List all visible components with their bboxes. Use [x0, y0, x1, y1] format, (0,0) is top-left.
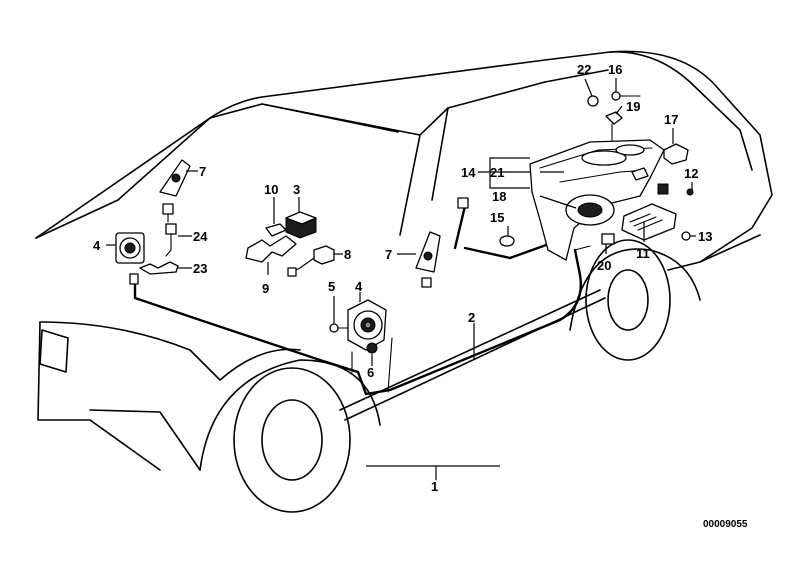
plug-8: [287, 245, 335, 277]
wiring-harness: [133, 204, 591, 396]
callout-7-rear: 7: [385, 247, 392, 262]
clip-10: [265, 223, 287, 237]
clip-13: [681, 231, 691, 241]
grommet-22: [587, 95, 599, 107]
callout-11: 11: [636, 246, 650, 261]
callout-14: 14: [461, 165, 476, 180]
callout-10: 10: [264, 182, 278, 197]
callout-23: 23: [193, 261, 207, 276]
document-number: 00009055: [703, 519, 748, 530]
speaker-rear-18: [565, 194, 615, 226]
grommet-6: [366, 342, 378, 354]
callout-18: 18: [492, 189, 506, 204]
clip-15: [499, 235, 515, 247]
callout-labels: 1 2 3 4 4 5 6 7 7 8 9 10 11 12 13 14 15 …: [93, 62, 748, 530]
bracket-9: [245, 235, 297, 263]
screw-5: [329, 323, 349, 333]
nut-19: [605, 111, 623, 141]
callout-17: 17: [664, 112, 678, 127]
callout-4-front-left: 4: [93, 238, 101, 253]
callout-6: 6: [367, 365, 374, 380]
speaker-front-door: [347, 299, 387, 351]
bracket-20: [601, 233, 615, 245]
connector-23: [129, 261, 179, 285]
callout-22: 22: [577, 62, 591, 77]
callout-5: 5: [328, 279, 335, 294]
amplifier-11: [621, 203, 677, 241]
leader-lines: [106, 78, 696, 366]
callout-1: 1: [431, 479, 438, 494]
speaker-front-left: [115, 232, 145, 264]
bracket-17: [663, 143, 689, 165]
callout-4-front-door: 4: [355, 279, 363, 294]
screw-16: [611, 91, 641, 101]
relay-3: [285, 211, 317, 239]
callout-7-front: 7: [199, 164, 206, 179]
tweeter-front-left: [159, 159, 191, 223]
callout-15: 15: [490, 210, 504, 225]
scale-line: [366, 465, 500, 480]
callout-2: 2: [468, 310, 475, 325]
callout-21: 21: [490, 165, 504, 180]
callout-13: 13: [698, 229, 712, 244]
tweeter-rear-door: [415, 231, 441, 288]
callout-12: 12: [684, 166, 698, 181]
callout-24: 24: [193, 229, 208, 244]
callout-19: 19: [626, 99, 640, 114]
callout-16: 16: [608, 62, 622, 77]
connector-24: [165, 223, 177, 257]
car-body-outline: [35, 50, 773, 513]
callout-9: 9: [262, 281, 269, 296]
callout-3: 3: [293, 182, 300, 197]
callout-20: 20: [597, 258, 611, 273]
clip-12: [686, 188, 694, 196]
connector-rear: [457, 167, 669, 209]
callout-8: 8: [344, 247, 351, 262]
